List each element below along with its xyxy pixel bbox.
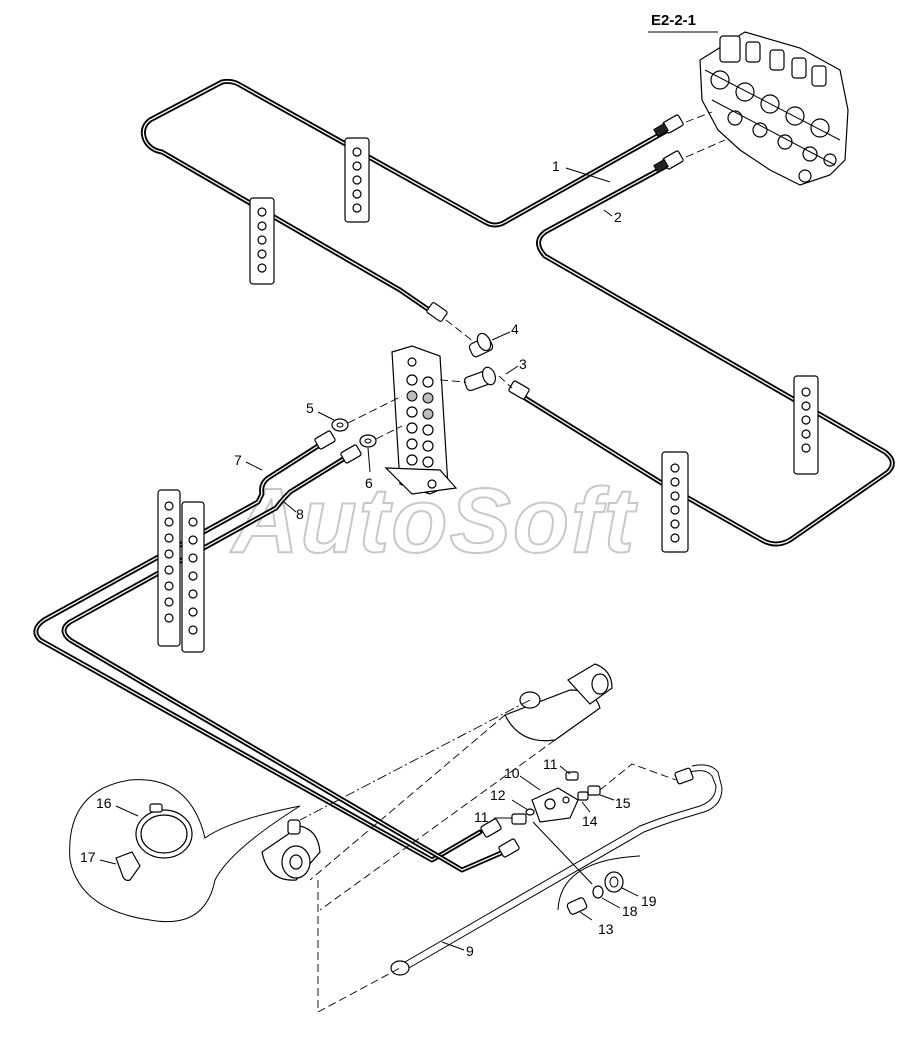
callout-16: 16 [96, 795, 112, 811]
fitting-13 [566, 897, 588, 915]
elbow-fitting-4 [468, 332, 494, 358]
clamp-block-long [157, 489, 205, 653]
reference-label: E2-2-1 [651, 12, 696, 29]
cylinder-upper [504, 663, 613, 742]
hose-7-lower-fitting [480, 818, 502, 838]
callout-9: 9 [466, 943, 474, 959]
callout-4: 4 [511, 321, 519, 337]
hose-8-fitting [340, 444, 362, 464]
clamp-block-d [661, 451, 689, 553]
fitting-11-lower [511, 813, 527, 825]
nut-19 [604, 871, 624, 893]
callout-5: 5 [306, 400, 314, 416]
control-valve-assembly [699, 31, 849, 186]
clip-17 [115, 851, 141, 881]
pipe-9 [390, 764, 723, 976]
callout-8: 8 [296, 506, 304, 522]
clamp-block-b [249, 197, 275, 285]
callout-15: 15 [615, 795, 631, 811]
manifold-plate [384, 345, 458, 495]
callout-18: 18 [622, 903, 638, 919]
hose-1 [140, 78, 671, 315]
nut-6 [359, 434, 377, 448]
hose-clamp-16 [135, 803, 193, 859]
fitting-12 [525, 808, 535, 816]
elbow-fitting-3 [463, 366, 497, 392]
fitting-15 [587, 785, 601, 796]
callouts: 1 2 3 4 5 6 7 8 9 10 11 11 12 13 14 15 1… [80, 158, 657, 959]
callout-6: 6 [365, 475, 373, 491]
callout-19: 19 [641, 893, 657, 909]
valve-block-10 [531, 787, 579, 823]
hose-8-lower-fitting [498, 838, 520, 858]
hose-1-upper-fitting [653, 114, 684, 138]
callout-7: 7 [234, 452, 242, 468]
hose-2-upper-fitting [653, 150, 684, 174]
hose-2-lower-fitting [508, 380, 530, 400]
nut-5 [331, 418, 349, 432]
callout-14: 14 [582, 813, 598, 829]
callout-12: 12 [490, 787, 506, 803]
callout-1: 1 [552, 158, 560, 174]
hose-7-fitting [314, 430, 336, 450]
callout-17: 17 [80, 849, 96, 865]
fitting-14 [577, 791, 589, 801]
callout-11-lower: 11 [474, 809, 489, 825]
seal-18 [592, 885, 604, 899]
detail-bubble [69, 779, 301, 923]
hose-1-lower-fitting [426, 302, 448, 322]
callout-13: 13 [598, 921, 614, 937]
clamp-block-a [344, 137, 370, 223]
clamp-block-c [793, 375, 819, 475]
callout-10: 10 [504, 765, 520, 781]
callout-11-upper: 11 [543, 756, 558, 772]
callout-2: 2 [614, 209, 622, 225]
callout-3: 3 [519, 356, 527, 372]
cylinder-lower [261, 819, 321, 881]
fitting-11-upper [565, 771, 579, 781]
